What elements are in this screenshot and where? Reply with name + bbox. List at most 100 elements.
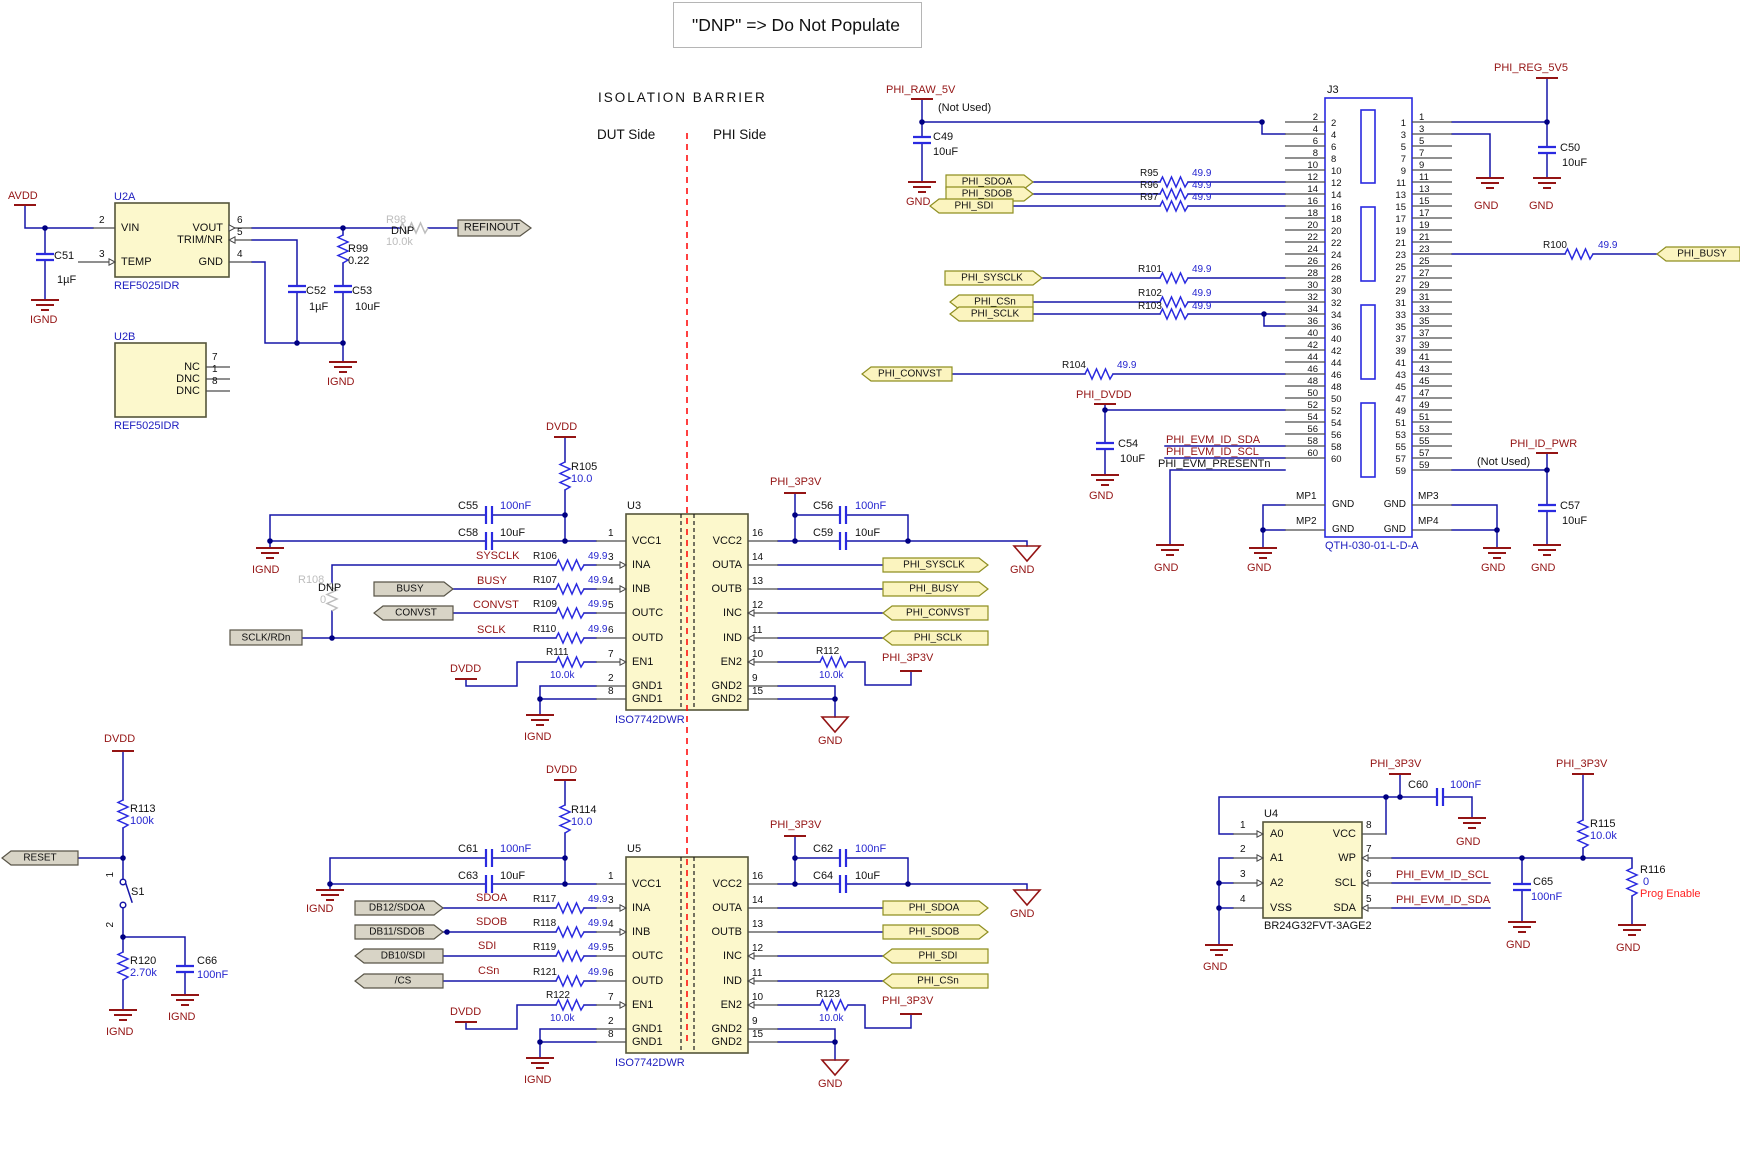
tag-phi-sysclk-u3[interactable]	[882, 557, 989, 573]
j3-gnd-pin: GND	[1383, 499, 1406, 510]
tag-db12-sdoa[interactable]	[354, 900, 444, 916]
u4-pin-num: 8	[1366, 820, 1372, 831]
tag-label-phi-sysclk: PHI_SYSCLK	[903, 559, 965, 571]
j3-pin-number: 11	[1419, 172, 1429, 183]
ref-r108: R108	[298, 574, 325, 586]
tag-phi-sclk-u3[interactable]	[882, 630, 989, 646]
val-r122: 10.0k	[550, 1013, 575, 1024]
tag-cs[interactable]	[354, 973, 444, 989]
val-r112: 10.0k	[819, 670, 844, 681]
tag-db10-sdi[interactable]	[354, 948, 444, 964]
tag-phi-busy-j3[interactable]	[1656, 246, 1740, 262]
tag-phi-sdoa-u5[interactable]	[882, 900, 989, 916]
u5-pin-num: 14	[752, 895, 764, 906]
u3-pin-num: 15	[752, 686, 764, 697]
ref-r121: R121	[533, 967, 557, 978]
tag-sclk-rdn[interactable]	[229, 629, 303, 646]
net-label-phi-3p3v: PHI_3P3V	[882, 995, 934, 1007]
j3-pin-number: 6	[1331, 142, 1336, 153]
j3-pin-number: 47	[1419, 388, 1430, 399]
tag-reset[interactable]	[1, 850, 79, 866]
j3-pin-number: 53	[1395, 430, 1406, 441]
j3-slot	[1360, 304, 1376, 380]
j3-pin-number: 54	[1331, 418, 1342, 429]
tag-phi-busy-u3[interactable]	[882, 581, 989, 597]
j3-pin-number: 40	[1331, 334, 1342, 345]
tag-db11-sdob[interactable]	[354, 924, 444, 940]
j3-pin-number: 55	[1419, 436, 1430, 447]
tag-label-phi-sdoa: PHI_SDOA	[961, 176, 1013, 188]
j3-pin-number: 39	[1419, 340, 1430, 351]
tag-refinout[interactable]	[457, 219, 533, 237]
ref-u2b: U2B	[114, 331, 136, 343]
phi-side-label: PHI Side	[713, 127, 767, 142]
j3-pin-number: 37	[1395, 334, 1406, 345]
s1-switch[interactable]	[119, 878, 133, 909]
resistor-glyphs	[117, 176, 1638, 1011]
net-label-phi-evm-presentn: PHI_EVM_PRESENTn	[1158, 458, 1271, 470]
val-r100: 49.9	[1598, 240, 1618, 251]
u5-pin: GND2	[711, 1023, 742, 1035]
u5-body[interactable]	[625, 856, 749, 1054]
u5-pin-num: 13	[752, 919, 764, 930]
net-label-phi-evm-id-sda: PHI_EVM_ID_SDA	[1166, 434, 1261, 446]
ref-r119: R119	[533, 942, 557, 953]
u2a-wires	[24, 204, 459, 363]
j3-pin-number: 58	[1307, 436, 1318, 447]
u3-pin: OUTB	[711, 583, 742, 595]
u2a-body[interactable]	[114, 202, 230, 278]
tag-convst[interactable]	[373, 605, 454, 621]
j3-pin-number: 49	[1395, 406, 1406, 417]
ref-j3: J3	[1327, 84, 1339, 96]
j3-pin-number: 25	[1419, 256, 1430, 267]
j3-pin-number: 5	[1401, 142, 1406, 153]
j3-pin-number: 57	[1395, 454, 1406, 465]
val-c59: 10uF	[855, 527, 881, 539]
tag-phi-sdi-u5[interactable]	[882, 948, 989, 964]
ref-r95: R95	[1140, 168, 1159, 179]
tag-phi-convst-j3[interactable]	[861, 366, 953, 382]
j3-slot	[1360, 402, 1376, 478]
tag-phi-sdob-u5[interactable]	[882, 924, 989, 940]
u2b-body[interactable]	[114, 342, 207, 418]
u4-body[interactable]	[1262, 821, 1363, 919]
j3-pin-number: 16	[1331, 202, 1342, 213]
j3-pin-number: 49	[1419, 400, 1430, 411]
u5-pin: GND1	[632, 1023, 663, 1035]
tag-label-reset: RESET	[23, 852, 57, 864]
tag-busy[interactable]	[373, 581, 454, 597]
reset-wires	[77, 750, 186, 1011]
u4-pin-num: 4	[1240, 894, 1246, 905]
tag-label-busy: BUSY	[396, 583, 424, 595]
j3-slot	[1360, 206, 1376, 282]
tag-phi-sclk-j3[interactable]	[949, 306, 1034, 322]
u4-pin: VCC	[1332, 828, 1356, 840]
net-label-gnd: GND	[1203, 961, 1228, 973]
tag-phi-sdi-j3[interactable]	[929, 198, 1014, 214]
net-label-phi-3p3v: PHI_3P3V	[1556, 758, 1608, 770]
tag-phi-csn-u5[interactable]	[882, 973, 989, 989]
u4-pin-num: 5	[1366, 894, 1372, 905]
not-used-note: (Not Used)	[938, 102, 992, 114]
j3-pin-number: 36	[1307, 316, 1318, 327]
val-r110: 49.9	[588, 624, 608, 635]
tag-phi-convst-u3[interactable]	[882, 605, 989, 621]
u4-pin: WP	[1338, 852, 1356, 864]
net-label-phi-3p3v: PHI_3P3V	[1370, 758, 1422, 770]
j3-pin-number: 4	[1331, 130, 1336, 141]
j3-body[interactable]	[1324, 97, 1413, 538]
j3-pin-number: 21	[1419, 232, 1430, 243]
part-u3: ISO7742DWR	[615, 714, 685, 726]
u3-pin-num: 5	[608, 600, 614, 611]
tag-phi-sysclk-j3[interactable]	[944, 270, 1043, 286]
u5-pin-num: 1	[608, 871, 614, 882]
ref-r116: R116	[1640, 864, 1666, 876]
val-c63: 10uF	[500, 870, 526, 882]
j3-pin-number: 24	[1307, 244, 1318, 255]
val-c65: 100nF	[1531, 891, 1563, 903]
net-label-busy: BUSY	[477, 575, 507, 587]
net-label-gnd: GND	[1456, 836, 1481, 848]
net-label-gnd: GND	[1506, 939, 1531, 951]
